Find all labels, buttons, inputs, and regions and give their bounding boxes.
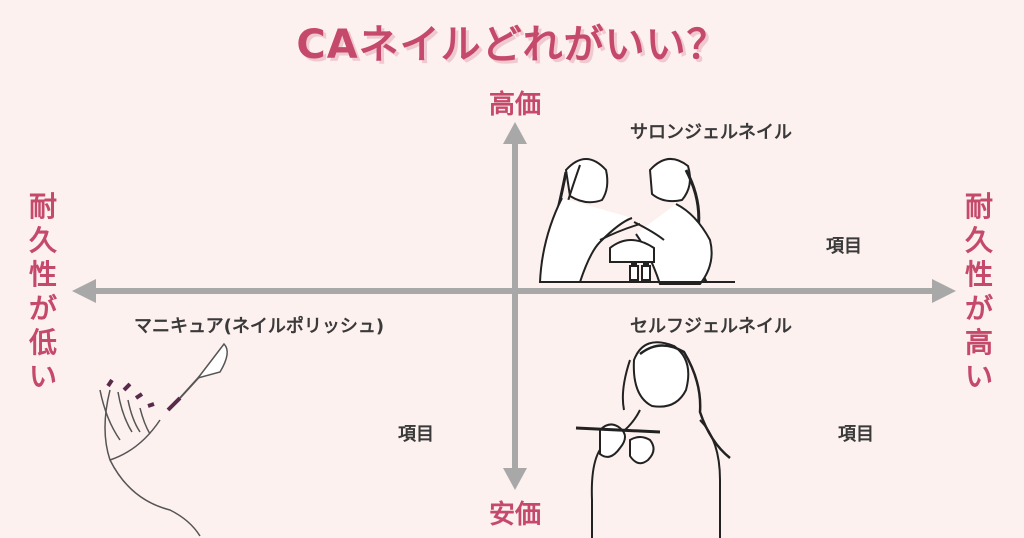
axis-label-left: 耐久性が低い <box>28 190 57 393</box>
salon-gel-label: サロンジェルネイル <box>630 122 792 143</box>
axis-label-top: 高価 <box>488 90 541 120</box>
manicure-label: マニキュア(ネイルポリッシュ) <box>134 316 385 337</box>
self-gel-sublabel: 項目 <box>838 424 874 445</box>
polish-hand-illustration <box>99 342 228 537</box>
axis-label-right: 耐久性が高い <box>964 190 993 393</box>
axis-label-bottom: 安価 <box>488 500 541 530</box>
right-arrow-icon <box>932 279 956 303</box>
salon-gel-sublabel: 項目 <box>826 236 862 257</box>
manicure-sublabel: 項目 <box>398 424 434 445</box>
salon-illustration <box>538 158 735 285</box>
down-arrow-icon <box>503 468 527 490</box>
up-arrow-icon <box>503 122 527 144</box>
self-gel-label: セルフジェルネイル <box>630 316 792 337</box>
self-gel-illustration <box>575 341 731 538</box>
left-arrow-icon <box>72 279 96 303</box>
page-title: CAネイルどれがいい？ <box>296 22 728 68</box>
